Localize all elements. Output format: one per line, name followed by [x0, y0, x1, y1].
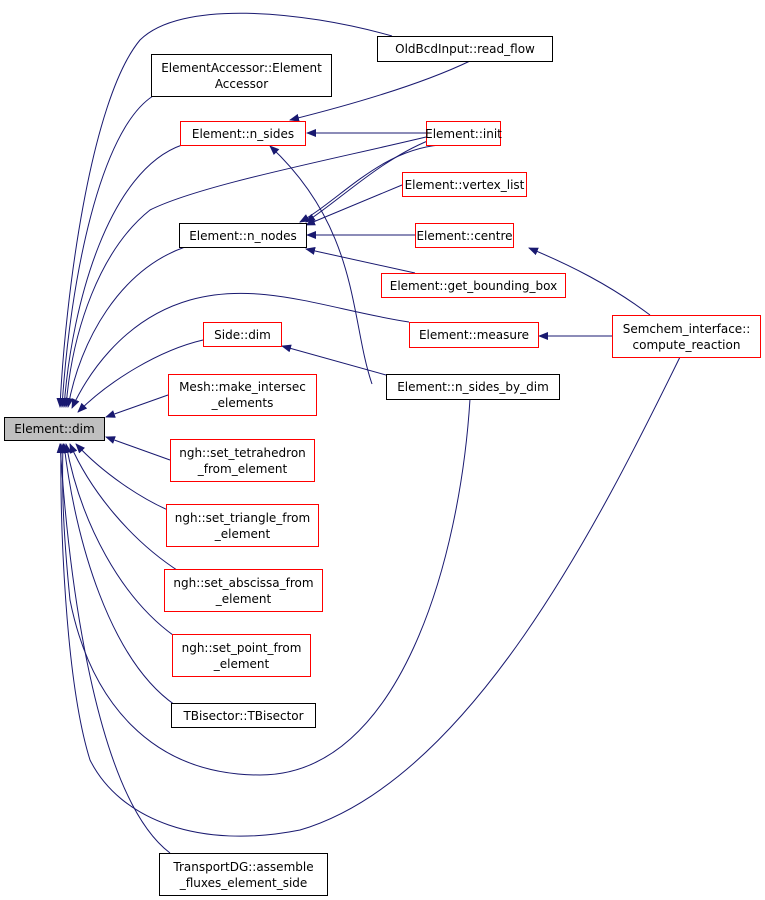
edge-tetrahedron-to-dim	[105, 436, 171, 461]
edge-make-intersec-to-dim	[105, 394, 169, 418]
edge-init-to-n-nodes	[299, 144, 441, 223]
edge-semchem-to-centre	[528, 247, 651, 316]
node-label: _fluxes_element_side	[179, 875, 308, 890]
node-label: ngh::set_triangle_from	[174, 510, 311, 525]
edge-point-to-dim	[63, 443, 181, 641]
node-tbisector[interactable]: TBisector::TBisector	[171, 703, 316, 728]
edge-bounding-box-to-n-nodes	[305, 247, 416, 274]
node-label: _from_element	[197, 461, 288, 476]
node-label: Element::get_bounding_box	[389, 278, 558, 293]
node-n-sides[interactable]: Element::n_sides	[180, 121, 306, 146]
node-set-abscissa[interactable]: ngh::set_abscissa_from_element	[164, 569, 323, 612]
node-set-point[interactable]: ngh::set_point_from_element	[172, 634, 311, 677]
edge-n-sides-by-dim-to-n-sides	[269, 145, 373, 385]
node-label: Element::centre	[416, 228, 513, 243]
node-element-dim[interactable]: Element::dim	[4, 417, 105, 441]
node-label: Element::measure	[418, 328, 530, 342]
node-label: ngh::set_point_from	[181, 640, 302, 655]
node-set-tetrahedron[interactable]: ngh::set_tetrahedron_from_element	[170, 439, 315, 482]
node-label: Element::n_nodes	[189, 228, 297, 243]
edge-n-sides-by-dim-to-dim	[58, 398, 471, 776]
node-n-sides-by-dim[interactable]: Element::n_sides_by_dim	[386, 374, 560, 400]
node-label: TransportDG::assemble	[173, 859, 314, 874]
node-vertex-list[interactable]: Element::vertex_list	[402, 172, 527, 197]
edge-tbisector-to-dim	[61, 443, 176, 706]
node-read-flow[interactable]: OldBcdInput::read_flow	[377, 36, 553, 62]
node-label: compute_reaction	[632, 337, 741, 352]
edge-abscissa-to-dim	[69, 443, 181, 573]
node-label: Side::dim	[214, 327, 271, 342]
edge-measure-to-dim	[71, 292, 410, 409]
node-label: Element::dim	[14, 422, 95, 436]
node-label: Element::n_sides_by_dim	[397, 380, 549, 394]
node-measure[interactable]: Element::measure	[409, 322, 539, 348]
node-label: _elements	[211, 396, 274, 410]
edge-vertex-list-to-n-nodes	[305, 184, 403, 226]
edge-n-sides-by-dim-to-side-dim	[281, 344, 387, 376]
node-label: Element::init	[425, 126, 502, 141]
node-label: OldBcdInput::read_flow	[395, 42, 535, 56]
edge-n-nodes-to-dim	[65, 246, 186, 408]
edge-element-accessor-to-dim	[58, 95, 154, 408]
node-label: ngh::set_abscissa_from	[173, 575, 314, 590]
node-set-triangle[interactable]: ngh::set_triangle_from_element	[166, 504, 319, 547]
node-bounding-box[interactable]: Element::get_bounding_box	[381, 273, 566, 298]
node-semchem[interactable]: Semchem_interface::compute_reaction	[612, 315, 761, 358]
node-label: _element	[214, 526, 271, 541]
node-n-nodes[interactable]: Element::n_nodes	[179, 223, 307, 248]
node-label: _element	[215, 591, 272, 606]
node-init[interactable]: Element::init	[425, 121, 502, 146]
edge-init-to-n-nodes-2	[305, 139, 431, 223]
edge-triangle-to-dim	[75, 443, 181, 516]
node-label: Accessor	[214, 76, 269, 91]
edge-side-dim-to-dim	[77, 339, 204, 413]
edge-transport-dg-to-dim	[56, 443, 171, 854]
node-side-dim[interactable]: Side::dim	[203, 322, 282, 347]
node-make-intersec[interactable]: Mesh::make_intersec_elements	[168, 374, 317, 416]
node-transport-dg[interactable]: TransportDG::assemble_fluxes_element_sid…	[159, 853, 328, 896]
node-label: ngh::set_tetrahedron	[179, 445, 306, 460]
edge-n-sides-to-dim	[60, 144, 183, 408]
edge-read-flow-to-n-sides	[289, 60, 471, 122]
edge-init-to-dim	[62, 136, 427, 408]
node-label: TBisector::TBisector	[183, 708, 304, 723]
node-centre[interactable]: Element::centre	[415, 223, 514, 248]
edge-semchem-to-dim	[56, 356, 681, 837]
node-label: ElementAccessor::Element	[161, 60, 322, 75]
node-label: Element::vertex_list	[404, 177, 525, 192]
node-label: Semchem_interface::	[622, 321, 751, 336]
node-label: Element::n_sides	[191, 126, 295, 141]
edge-read-flow-to-dim	[56, 12, 393, 408]
node-label: Mesh::make_intersec	[179, 380, 306, 394]
node-label: _element	[213, 656, 270, 671]
